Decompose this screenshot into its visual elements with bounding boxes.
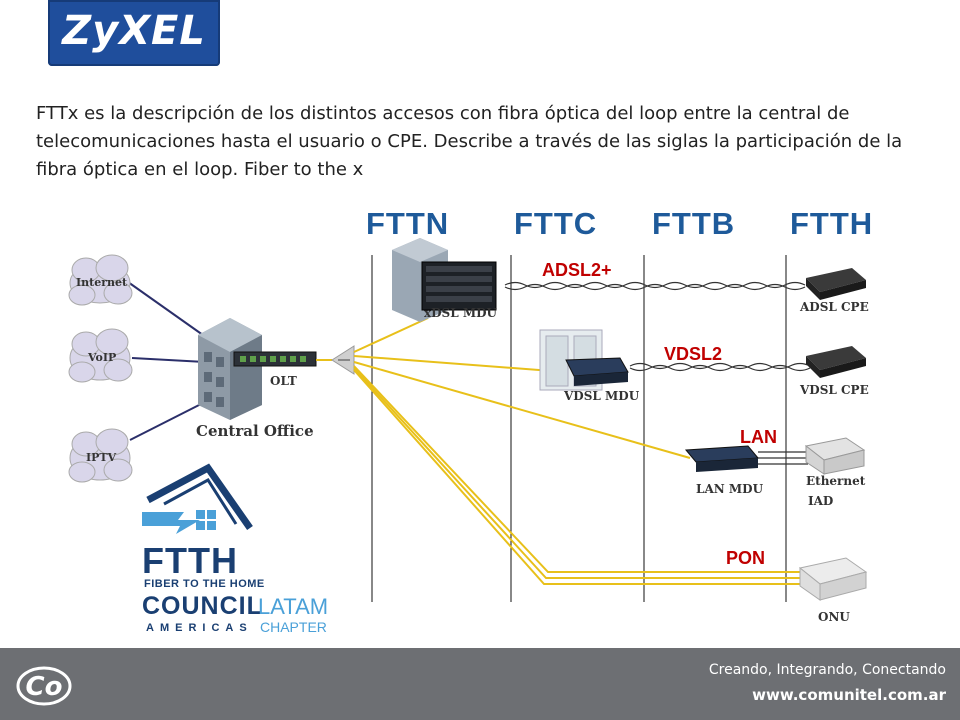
service-links <box>127 281 211 441</box>
lan-mdu-icon <box>684 445 760 472</box>
central-office-label: Central Office <box>196 422 314 440</box>
device-label-xdsl-mdu: xDSL MDU <box>424 306 497 320</box>
device-label-iad: IAD <box>808 494 834 508</box>
ethernet-iad-icon <box>804 437 866 475</box>
device-label-adsl-cpe: ADSL CPE <box>800 300 869 314</box>
tech-label-pon: PON <box>726 548 766 568</box>
xdsl-mdu-icon <box>392 238 497 322</box>
device-label-onu: ONU <box>818 610 850 624</box>
cloud-voip-icon <box>68 328 133 383</box>
device-label-lan-mdu: LAN MDU <box>696 482 764 496</box>
device-label-vdsl-cpe: VDSL CPE <box>800 383 869 397</box>
ftth-council-logo-chapter: CHAPTER <box>260 619 327 635</box>
cloud-internet-icon <box>68 254 133 306</box>
fttx-diagram <box>68 238 868 602</box>
column-heading-fttb: FTTB <box>652 206 736 241</box>
optical-splitter-icon <box>331 345 355 375</box>
column-dividers <box>371 255 787 602</box>
service-label-internet: Internet <box>76 276 128 289</box>
device-label-ethernet: Ethernet <box>806 474 866 488</box>
comunitel-logo-text: Co <box>26 672 63 702</box>
ftth-council-logo-title: FTTH <box>142 540 238 581</box>
service-label-iptv: IPTV <box>86 451 117 464</box>
olt-label: OLT <box>270 374 297 388</box>
vdsl-cpe-icon <box>806 346 866 378</box>
ftth-council-logo-council: COUNCIL <box>142 592 263 620</box>
device-label-vdsl-mdu: VDSL MDU <box>564 389 640 403</box>
tech-label-adsl: ADSL2+ <box>542 260 612 280</box>
tech-label-vdsl: VDSL2 <box>664 344 723 364</box>
zyxel-logo-text: ZyXEL <box>62 8 206 54</box>
onu-icon <box>798 557 868 601</box>
copper-lines <box>504 281 811 465</box>
footer-slogan: Creando, Integrando, Conectando <box>708 662 946 678</box>
column-heading-fttn: FTTN <box>366 206 450 241</box>
central-office-building-icon <box>198 318 262 420</box>
column-heading-ftth: FTTH <box>790 206 874 241</box>
ftth-council-logo-latam: LATAM <box>258 594 329 619</box>
olt-device-icon <box>233 351 317 367</box>
ftth-council-logo-subtitle: FIBER TO THE HOME <box>144 578 265 590</box>
comunitel-logo-icon: Co <box>16 666 72 706</box>
zyxel-logo: ZyXEL <box>48 0 220 66</box>
tech-label-lan: LAN <box>740 427 777 447</box>
adsl-cpe-icon <box>806 268 866 300</box>
intro-text: FTTx es la descripción de los distintos … <box>36 103 903 180</box>
footer-bar <box>0 648 960 720</box>
ftth-council-house-icon <box>142 463 253 534</box>
fiber-lines <box>353 317 800 585</box>
vdsl-mdu-icon <box>539 329 629 391</box>
cloud-iptv-icon <box>68 428 133 483</box>
footer-website: www.comunitel.com.ar <box>752 686 946 704</box>
column-heading-fttc: FTTC <box>514 206 598 241</box>
ftth-council-logo-americas: AMERICAS <box>146 622 253 634</box>
service-label-voip: VoIP <box>88 351 117 364</box>
